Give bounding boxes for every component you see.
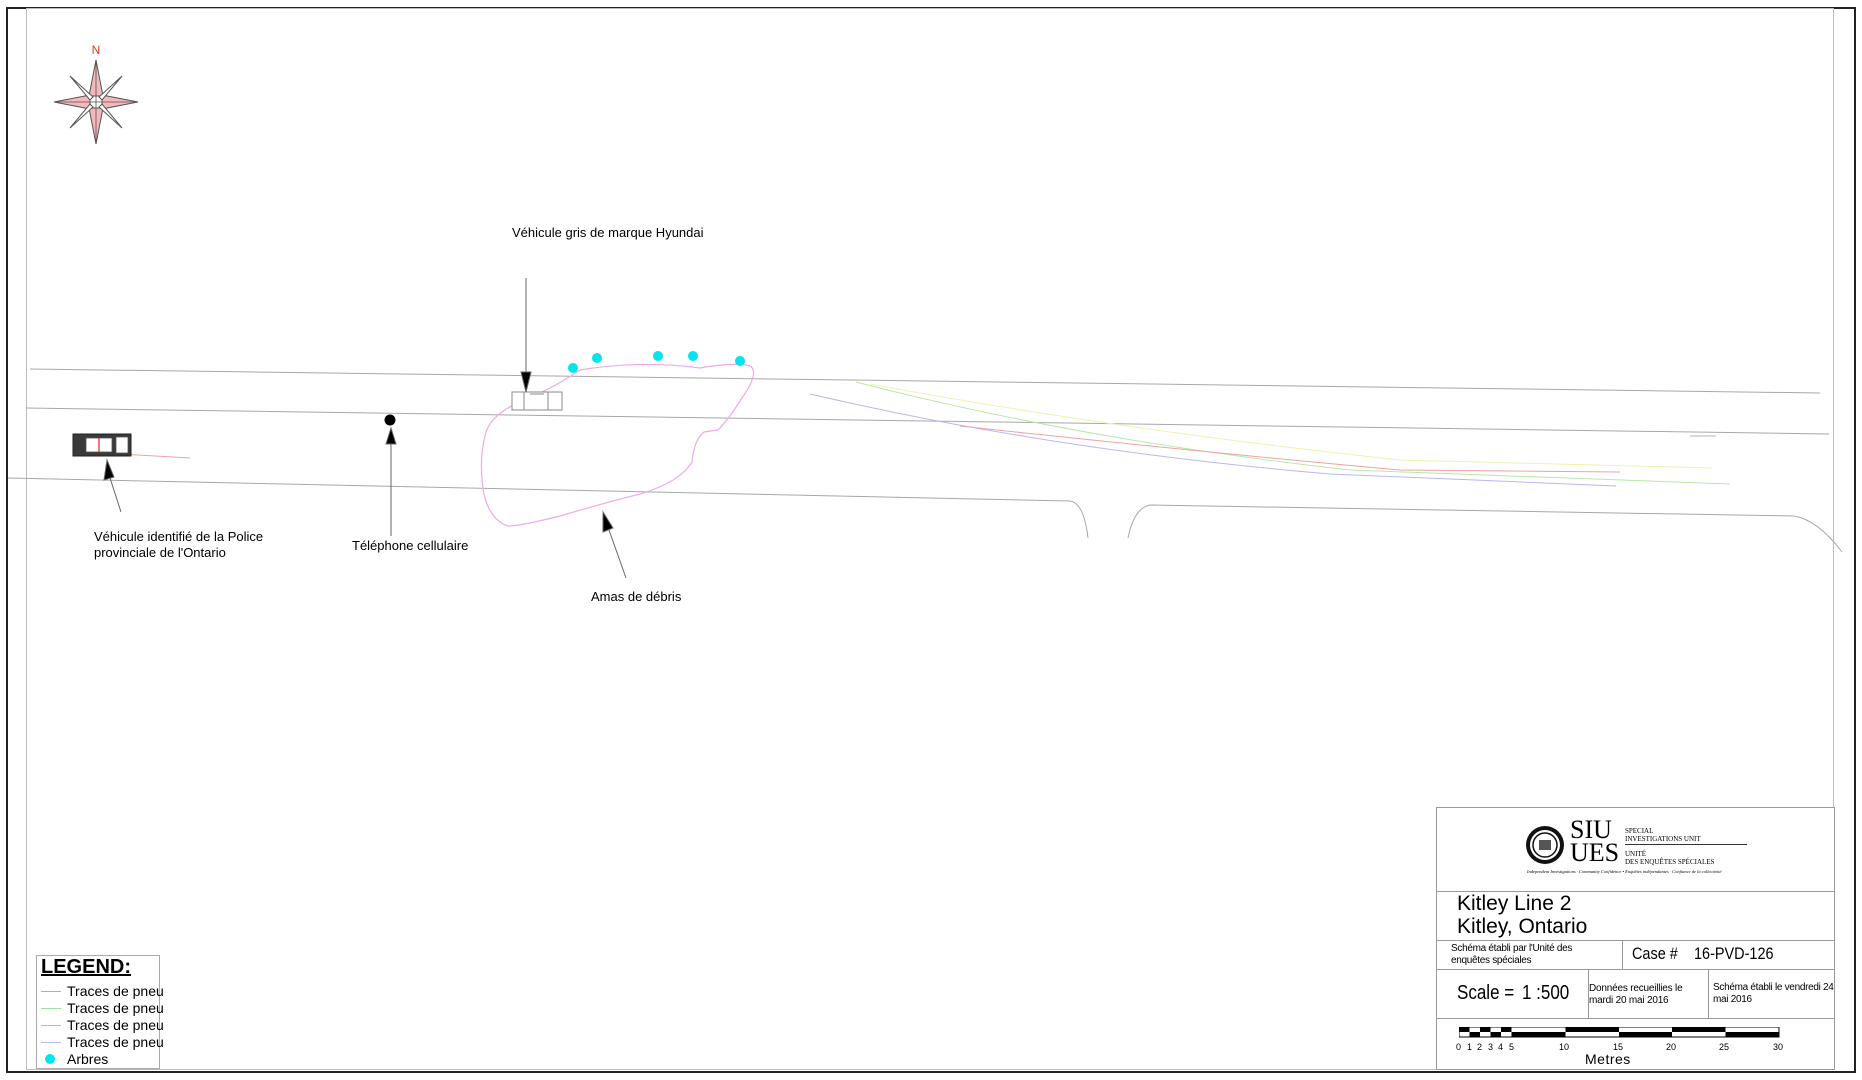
arrow-phone [385,426,397,445]
arrow-debris [602,510,614,533]
trees [568,351,745,373]
tree [653,351,663,361]
leader-police [109,477,122,513]
tree [568,363,578,373]
location-line-1: Kitley Line 2 [1457,892,1572,915]
scale-value: 1 :500 [1522,982,1570,1004]
police-vehicle-icon [72,433,132,457]
logo-rule [1625,844,1747,845]
legend-item-label: Arbres [67,1051,109,1067]
siu-seal-icon [1526,826,1564,864]
compass-point-nw [69,75,94,101]
scale-bar [1459,1027,1780,1038]
scale-label: Scale = [1457,982,1515,1004]
arrow-police [103,458,115,481]
legend-swatch [41,1008,61,1009]
scale-tick-30: 30 [1773,1042,1784,1052]
road-edge-south-east [1127,504,1843,553]
tire-mark-police [119,453,191,459]
label-hyundai: Véhicule gris de marque Hyundai [512,225,704,240]
divider [1437,969,1834,970]
scale-tick-10: 10 [1559,1042,1570,1052]
tire-mark-green [855,381,1731,485]
scale-tick-0: 0 [1456,1042,1462,1052]
road-lines [7,368,1843,553]
legend-swatch [41,1025,61,1026]
tree [592,353,602,363]
prepared-by: Schéma établi par l'Unité des enquêtes s… [1451,943,1573,966]
arrow-hyundai [520,371,532,393]
logo-fr-subtitle: Unité des enquêtes spéciales [1625,850,1715,866]
cellphone-marker-icon [384,414,396,426]
diagram-prepared-date: Schéma établi le vendredi 24 mai 2016 [1713,982,1834,1005]
divider [1437,891,1834,892]
scale-tick-25: 25 [1719,1042,1730,1052]
data-collected-date: Données recueillies le mardi 20 mai 2016 [1589,983,1683,1006]
tree [688,351,698,361]
tree [735,356,745,366]
tire-mark-pink [959,425,1621,473]
divider [1588,969,1589,1018]
divider [1437,1018,1834,1019]
logo-en-subtitle: Special Investigations Unit [1625,827,1701,843]
tire-marks [119,381,1731,487]
scale-unit: Metres [1585,1051,1631,1067]
scale-tick-15: 15 [1613,1042,1624,1052]
legend-title: LEGEND: [41,956,131,978]
road-edge-north [29,368,1821,394]
divider [1708,969,1709,1018]
case-label: Case # [1632,944,1678,963]
hyundai-vehicle-icon [511,391,563,411]
legend-swatch [41,991,61,992]
leader-debris [608,529,627,579]
scale-tick-4: 4 [1498,1042,1504,1052]
callout-leaders [103,278,627,579]
compass-point-sw [69,103,94,129]
tire-mark-purple [809,393,1617,487]
compass-rose-icon: N [53,43,139,145]
legend-item-label: Traces de pneu [67,1000,164,1016]
legend-swatch [41,1042,61,1043]
logo-ues-text: UES [1570,838,1620,867]
logo-siu-text: SIU [1570,815,1612,844]
tire-mark-yellow [869,383,1713,469]
compass-point-ne [98,75,123,101]
legend-item-label: Traces de pneu [67,983,164,999]
compass-point-se [98,103,123,129]
label-police-vehicle: Véhicule identifié de la Police provinci… [94,529,264,560]
legend-item-label: Traces de pneu [67,1034,164,1050]
divider [1437,940,1834,941]
drawing-inner-border [26,8,1834,1070]
location-line-2: Kitley, Ontario [1457,915,1588,938]
scale-tick-3: 3 [1488,1042,1494,1052]
label-cellphone: Téléphone cellulaire [352,538,469,553]
legend-item-label: Traces de pneu [67,1017,164,1033]
scale-tick-2: 2 [1477,1042,1483,1052]
road-edge-south-west [7,477,1089,539]
scale-tick-1: 1 [1467,1042,1473,1052]
road-centre-line [25,407,1830,435]
compass-north-label: N [92,43,101,57]
tree-icon [45,1054,55,1064]
scale-tick-5: 5 [1509,1042,1515,1052]
divider [1622,940,1623,969]
scale-tick-20: 20 [1666,1042,1677,1052]
logo-tagline: Independent Investigations · Community C… [1527,869,1722,874]
legend: LEGEND: Traces de pneu Traces de pneu Tr… [36,955,164,1069]
case-number: 16-PVD-126 [1694,944,1774,963]
title-block: SIU UES Special Investigations Unit Unit… [1436,807,1835,1070]
debris-field-outline [480,363,755,527]
label-debris: Amas de débris [591,589,682,604]
